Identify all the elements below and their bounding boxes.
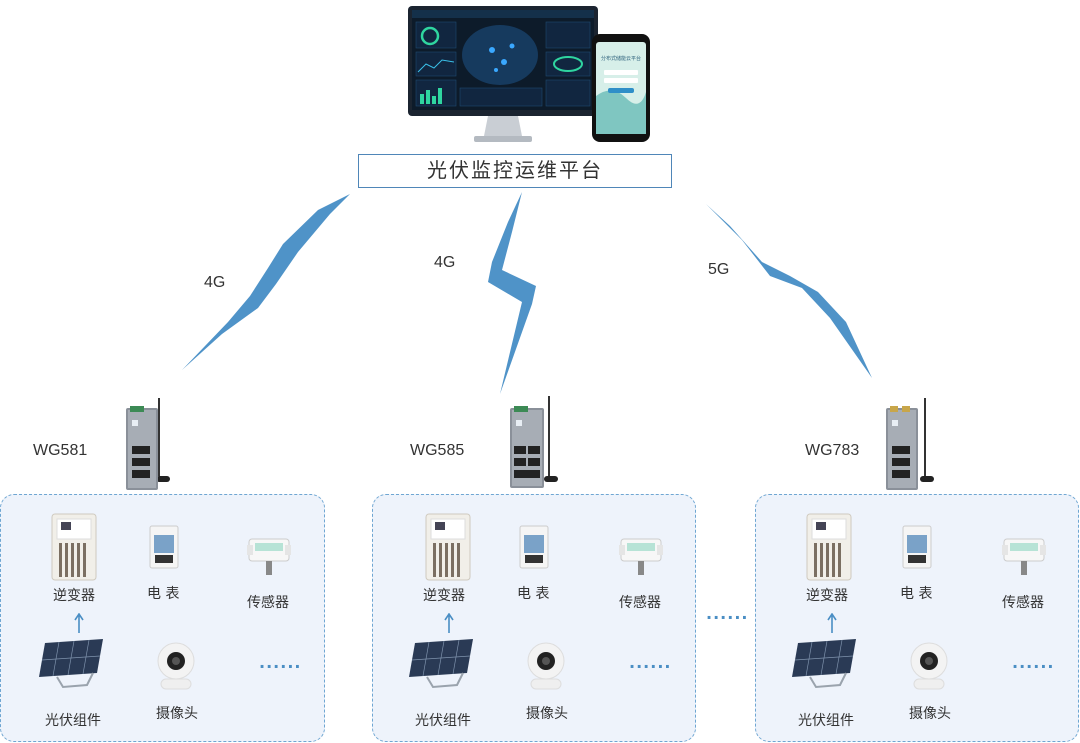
more-devices-ellipsis: ......	[1012, 653, 1055, 672]
platform-title: 光伏监控运维平台	[358, 154, 672, 188]
camera-label: 摄像头	[909, 706, 951, 722]
sensor-label: 传感器	[619, 595, 661, 611]
meter-icon	[149, 525, 179, 569]
solar-panel-icon	[792, 639, 856, 689]
arrow-up-icon	[74, 613, 84, 633]
camera-icon	[527, 642, 565, 690]
more-devices-ellipsis: ......	[629, 653, 672, 672]
gateway-device-icon	[126, 398, 170, 490]
gateway-label: WG581	[33, 442, 88, 459]
gateway-label: WG585	[410, 442, 465, 459]
site-panel: 逆变器 电 表 传感器 光伏组件 摄像头 ......	[372, 494, 696, 742]
link-bolt-left	[182, 194, 350, 370]
link-bolt-center	[488, 192, 536, 394]
meter-label: 电 表	[900, 586, 933, 602]
meter-label: 电 表	[147, 586, 180, 602]
monitor-and-phone-illustration	[408, 6, 650, 142]
sensor-icon	[1002, 538, 1046, 575]
pv-label: 光伏组件	[45, 713, 101, 729]
link-label-center: 4G	[434, 254, 456, 271]
gateway-device-icon	[886, 398, 934, 490]
link-label-left: 4G	[204, 274, 226, 291]
sensor-label: 传感器	[247, 595, 289, 611]
more-sites-ellipsis: ......	[706, 604, 749, 623]
arrow-up-icon	[827, 613, 837, 633]
gateway-device-icon	[510, 396, 558, 488]
meter-icon	[902, 525, 932, 569]
sensor-icon	[619, 538, 663, 575]
inverter-icon	[806, 513, 852, 581]
inverter-icon	[51, 513, 97, 581]
inverter-label: 逆变器	[423, 588, 465, 604]
sensor-label: 传感器	[1002, 595, 1044, 611]
gateway-label: WG783	[805, 442, 860, 459]
pv-label: 光伏组件	[798, 713, 854, 729]
meter-label: 电 表	[517, 586, 550, 602]
solar-panel-icon	[39, 639, 103, 689]
meter-icon	[519, 525, 549, 569]
link-label-right: 5G	[708, 261, 730, 278]
link-bolt-right	[706, 204, 872, 378]
phone-screen-title: 分布式储能云平台	[600, 56, 641, 62]
pv-label: 光伏组件	[415, 713, 471, 729]
sensor-icon	[247, 538, 291, 575]
more-devices-ellipsis: ......	[259, 653, 302, 672]
site-panel: 逆变器 电 表 传感器 光伏组件 摄像头 ......	[755, 494, 1079, 742]
site-panel: 逆变器 电 表 传感器 光伏组件	[0, 494, 325, 742]
inverter-label: 逆变器	[806, 588, 848, 604]
camera-label: 摄像头	[526, 706, 568, 722]
camera-icon	[157, 642, 195, 690]
monitor-stand	[484, 116, 522, 136]
camera-label: 摄像头	[156, 706, 198, 722]
inverter-icon	[425, 513, 471, 581]
camera-icon	[910, 642, 948, 690]
solar-panel-icon	[409, 639, 473, 689]
wireless-links	[182, 192, 872, 394]
inverter-label: 逆变器	[53, 588, 95, 604]
arrow-up-icon	[444, 613, 454, 633]
